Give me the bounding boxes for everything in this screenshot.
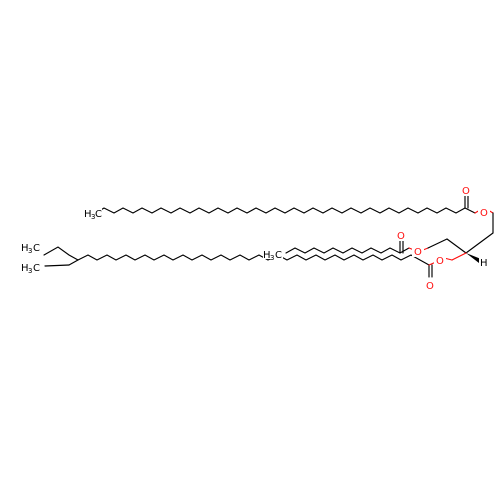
svg-text:H: H [84,209,92,220]
svg-text:3: 3 [91,213,95,221]
svg-text:3: 3 [28,247,32,255]
svg-text:H: H [21,263,29,274]
glycerol-backbone [427,212,494,263]
svg-text:O: O [397,231,405,242]
oxygen-carbonyl-bottom: O [424,278,436,292]
stereo-wedge-bond [466,253,481,263]
svg-text:H: H [21,243,29,254]
svg-text:O: O [462,186,470,197]
middle-acyl-chain [285,240,429,254]
oxygen-ester-bottom: O [434,253,446,267]
svg-text:H: H [480,258,488,269]
svg-text:O: O [426,281,434,292]
oxygen-carbonyl-middle: O [395,228,407,242]
top-methyl-label: H 3 C [84,206,102,221]
svg-text:O: O [480,208,488,219]
oxygen-ester-top: O [478,205,490,219]
svg-text:C: C [275,250,282,261]
stereo-hydrogen: H [479,256,490,269]
oxygen-ester-middle: O [412,244,424,258]
svg-text:O: O [414,247,422,258]
bottom-ethyl-methyl-label: H 3 C [20,240,44,255]
svg-text:H: H [263,250,271,261]
middle-methyl-label: H 3 C [263,247,283,262]
oxygen-carbonyl-top: O [460,183,472,197]
bottom-acyl-chain [43,246,453,278]
top-acyl-chain [95,195,494,214]
svg-text:C: C [33,243,40,254]
svg-text:3: 3 [270,254,274,262]
svg-text:O: O [436,256,444,267]
svg-text:C: C [95,209,102,220]
atom-labels: H 3 C H 3 C H 3 C H 3 C O [20,183,490,292]
svg-text:C: C [33,263,40,274]
svg-text:3: 3 [28,267,32,275]
bottom-branch-methyl-label: H 3 C [20,260,44,275]
